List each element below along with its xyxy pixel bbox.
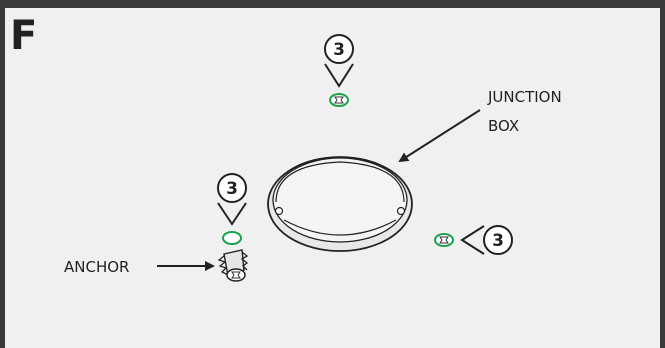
anchor-icon xyxy=(217,249,249,282)
callout-pointer xyxy=(460,225,485,255)
step-letter: F xyxy=(10,13,37,59)
callout-circle xyxy=(217,173,247,203)
junction-box xyxy=(267,156,413,252)
anchor-label: ANCHOR xyxy=(64,258,129,276)
callout-pointer xyxy=(324,63,354,88)
junction-box-label-line1: JUNCTION xyxy=(487,88,562,106)
callout-top: 3 xyxy=(324,34,354,88)
callout-circle xyxy=(324,34,354,64)
callout-number-left: 3 xyxy=(226,179,238,199)
screw-hole-top xyxy=(329,93,349,107)
screw-hole-right xyxy=(434,233,454,247)
callout-pointer xyxy=(217,202,247,226)
junction-box-arrow xyxy=(398,109,481,163)
callout-number-right: 3 xyxy=(492,231,504,251)
screw-hole-left xyxy=(222,231,242,245)
mounting-hole-left xyxy=(274,206,284,216)
callout-circle xyxy=(483,225,513,255)
callout-left: 3 xyxy=(217,173,247,226)
mounting-hole-right xyxy=(396,206,406,216)
callout-right: 3 xyxy=(460,225,513,255)
junction-box-label-line2: BOX xyxy=(488,117,519,135)
callout-number-top: 3 xyxy=(333,40,345,60)
